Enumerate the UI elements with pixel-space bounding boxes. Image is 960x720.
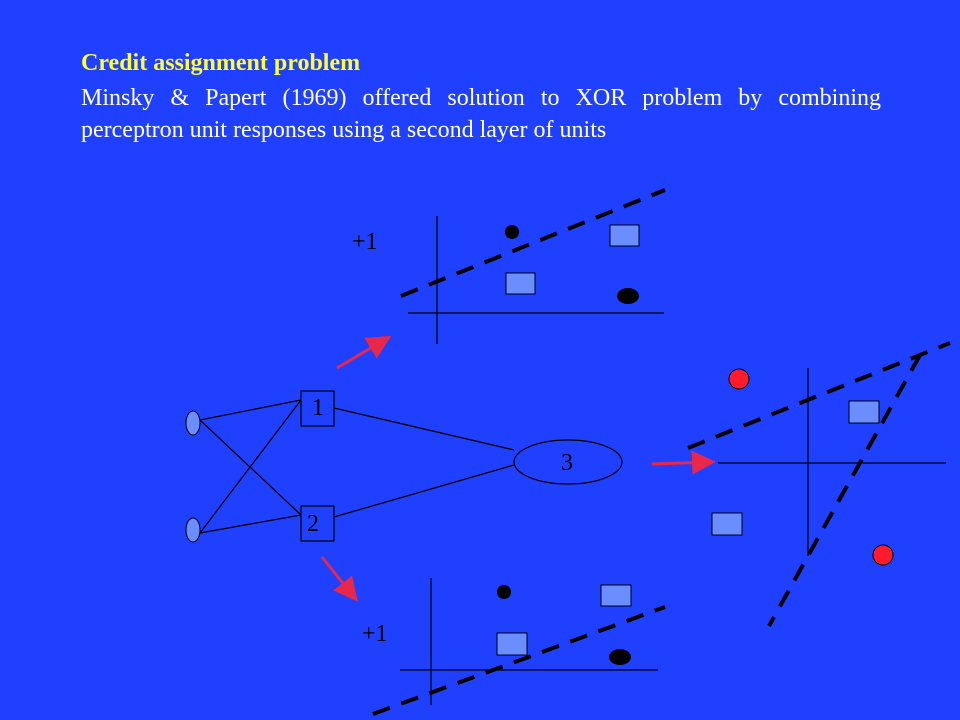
right-plot-square-1 <box>848 400 880 424</box>
right-plot-square-2 <box>711 512 743 536</box>
bottom-plot-decision-line <box>372 605 666 716</box>
network-connections <box>199 399 515 534</box>
top-plot-bias-label: +1 <box>352 229 378 255</box>
input-node-2 <box>185 517 201 543</box>
arrow-to-top-plot <box>336 335 392 370</box>
bottom-plot <box>372 578 666 716</box>
connection-input2-unit1 <box>199 399 302 534</box>
top-plot-square-1 <box>609 224 640 247</box>
right-plot-decision-line-2 <box>767 354 922 627</box>
right-plot-decision-line-1 <box>687 341 951 450</box>
arrows <box>320 335 716 602</box>
top-plot-dot-1 <box>505 225 519 239</box>
connection-unit1-unit3 <box>333 407 515 451</box>
right-plot <box>687 341 951 627</box>
slide-body-text: Minsky & Papert (1969) offered solution … <box>81 85 881 143</box>
top-plot-dot-2 <box>617 288 639 304</box>
connection-input1-unit1 <box>199 399 302 421</box>
unit-3-ellipse <box>513 439 623 485</box>
bottom-plot-square-2 <box>496 632 528 656</box>
input-node-1 <box>185 410 201 436</box>
unit-3-label: 3 <box>561 450 573 476</box>
bottom-plot-dot-2 <box>609 649 631 665</box>
arrow-to-right-plot <box>651 450 716 475</box>
unit-1-box <box>300 390 335 427</box>
connection-input2-unit2 <box>199 514 302 534</box>
unit-1-label: 1 <box>312 395 324 421</box>
unit-2-box <box>300 505 335 542</box>
bottom-plot-square-1 <box>600 584 632 607</box>
arrow-to-bottom-plot <box>320 556 358 602</box>
bottom-plot-dot-1 <box>497 585 511 599</box>
bottom-plot-bias-label: +1 <box>362 621 388 647</box>
top-plot <box>400 188 666 344</box>
connection-unit2-unit3 <box>333 464 515 518</box>
unit-2-label: 2 <box>307 511 319 537</box>
right-plot-red-point-1 <box>728 368 750 390</box>
slide-title: Credit assignment problem <box>81 50 361 76</box>
top-plot-square-2 <box>505 272 536 295</box>
right-plot-red-point-2 <box>872 544 894 566</box>
top-plot-decision-line <box>400 188 666 298</box>
